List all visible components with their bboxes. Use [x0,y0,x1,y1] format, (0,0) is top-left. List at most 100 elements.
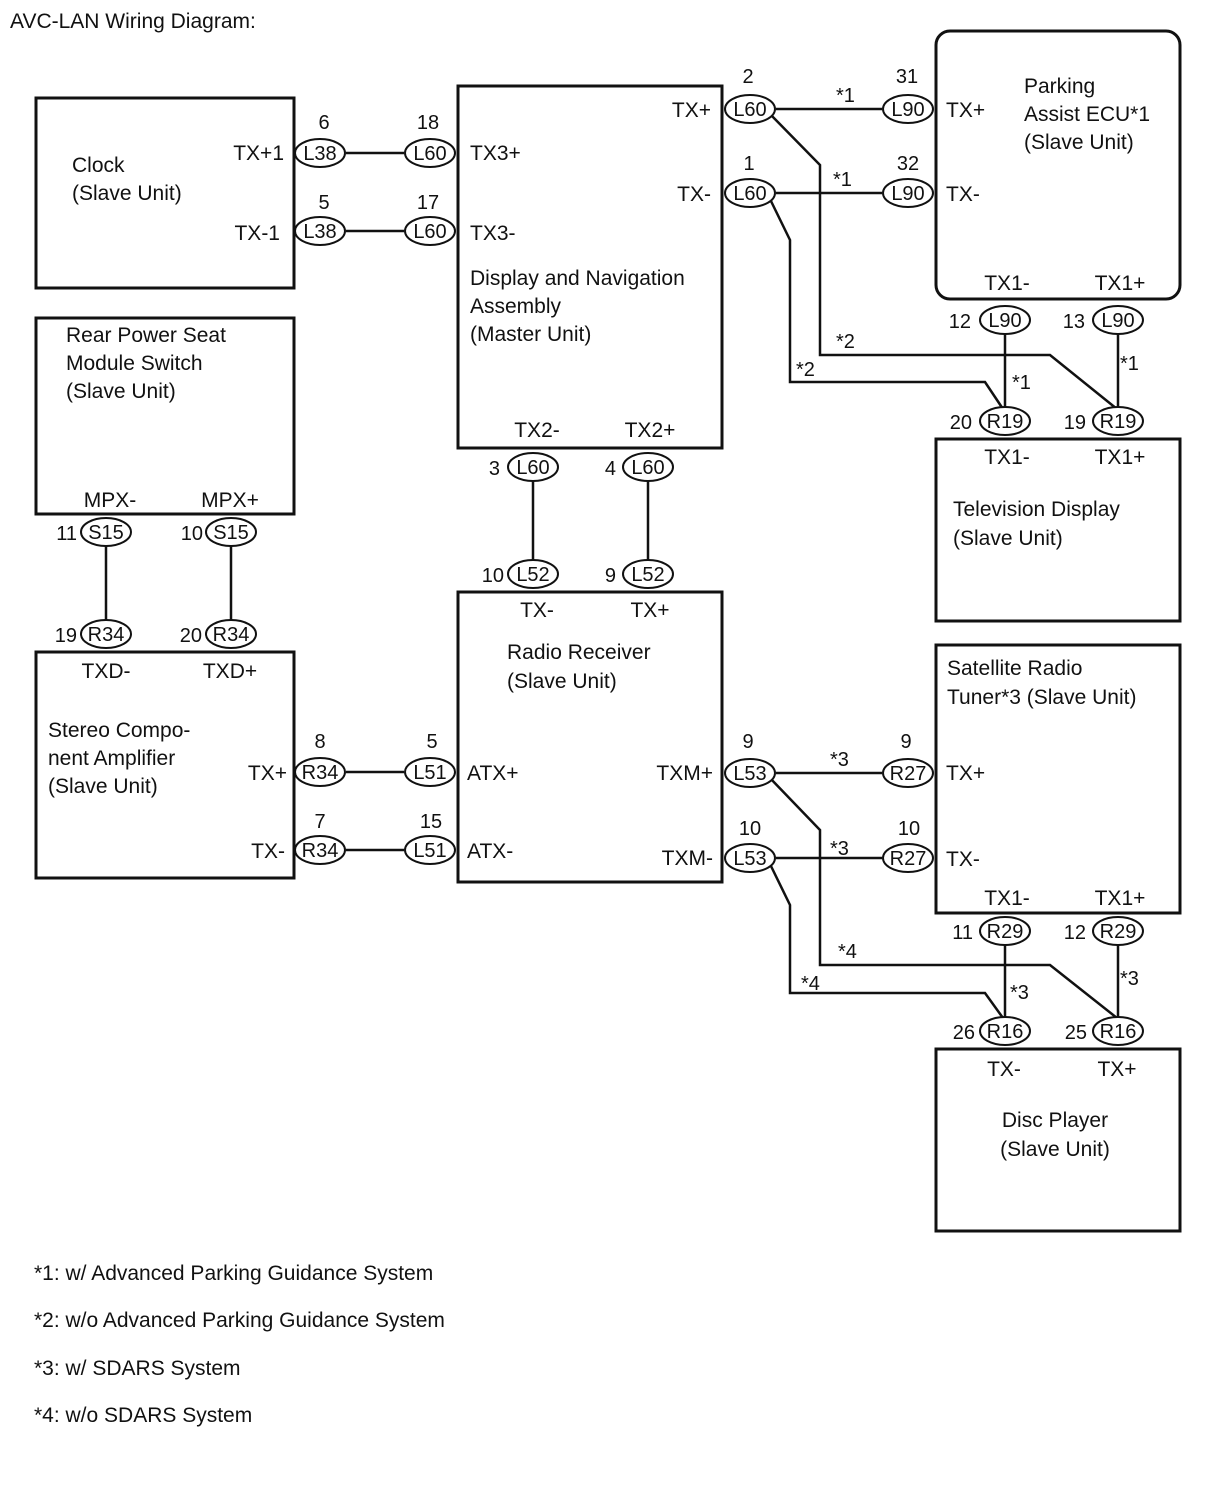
wire-mark: *3 [1120,968,1139,990]
connector-code: R29 [987,921,1024,943]
unit-name-line: (Slave Unit) [66,380,176,403]
connector-code: L90 [988,310,1021,332]
port-label: TX1+ [1095,272,1146,295]
pin-number: 3 [489,458,500,480]
pin-number: 12 [1064,922,1086,944]
port-label: TX+ [672,99,711,122]
pin-number: 11 [952,922,973,944]
connector-code: L60 [413,143,446,165]
connector-code: R29 [1100,921,1137,943]
connector: L53 10 [724,818,776,873]
connector-code: L53 [733,848,766,870]
wire-mark: *2 [796,359,815,381]
connector-code: R34 [88,624,125,646]
connector: L90 12 [949,305,1031,335]
unit-name-line: Stereo Compo- [48,719,190,742]
port-label: ATX- [467,840,513,863]
unit-name-line: Assist ECU*1 [1024,103,1150,126]
unit-clock: Clock (Slave Unit) TX+1 TX-1 [34,96,296,290]
wire-mark: *1 [836,85,855,107]
unit-name-line: Television Display [953,498,1120,521]
pin-number: 26 [953,1022,975,1044]
pin-number: 32 [897,153,919,175]
connector: L90 13 [1063,305,1144,335]
connector: L60 2 [724,66,776,124]
wire-option-marks: *1 *1 *2 *2 *1 *1 *3 *3 *4 *4 *3 *3 [796,85,1139,1004]
pin-number: 10 [482,565,504,587]
unit-name-line: Disc Player [1002,1109,1108,1132]
unit-radio-receiver: TX- TX+ Radio Receiver (Slave Unit) ATX+… [456,590,724,884]
wire-radio-disc-plus [768,776,1118,1019]
unit-name-line: Clock [72,154,125,177]
port-label: TX- [677,183,711,206]
connector: R29 11 [952,916,1031,946]
connectors: L38 6 L60 18 L38 5 L60 17 L60 2 [55,66,1144,1046]
footnote: *1: w/ Advanced Parking Guidance System [34,1262,433,1285]
port-label: TX- [946,183,980,206]
connector-code: L51 [413,762,446,784]
connector: L52 10 [482,559,559,589]
connector: R29 12 [1064,916,1144,946]
connector: L90 31 [882,66,934,124]
connector: L53 9 [724,731,776,788]
port-label: TX3+ [470,142,521,165]
unit-name-line: (Slave Unit) [953,527,1063,550]
connector: L51 5 [404,731,456,787]
connector-code: L60 [413,221,446,243]
unit-stereo-amplifier: TXD- TXD+ Stereo Compo- nent Amplifier (… [34,650,296,880]
pin-number: 12 [949,311,971,333]
connector: L38 5 [294,192,346,246]
connector: R19 20 [950,406,1031,436]
unit-name-line: (Slave Unit) [1000,1138,1110,1161]
unit-name-line: (Master Unit) [470,323,591,346]
pin-number: 31 [896,66,918,88]
pin-number: 5 [426,731,437,753]
pin-number: 1 [743,153,754,175]
connector-code: L38 [303,143,336,165]
connector-code: L52 [516,564,549,586]
unit-parking-assist-ecu: Parking Assist ECU*1 (Slave Unit) TX+ TX… [934,29,1182,301]
port-label: MPX- [84,489,137,512]
connector: L60 4 [605,452,674,482]
unit-satellite-radio-tuner: Satellite Radio Tuner*3 (Slave Unit) TX+… [934,643,1182,915]
connector: L52 9 [605,559,674,589]
connector-code: R19 [987,411,1024,433]
connector: L90 32 [882,153,934,208]
pin-number: 18 [417,112,439,134]
wire-mark: *4 [838,941,857,963]
unit-rear-power-seat: Rear Power Seat Module Switch (Slave Uni… [34,316,296,516]
pin-number: 7 [314,811,325,833]
port-label: TX+ [1097,1058,1136,1081]
connector: L60 3 [489,452,559,482]
wire-mark: *4 [801,973,820,995]
connector-code: R16 [987,1021,1024,1043]
footnote: *2: w/o Advanced Parking Guidance System [34,1309,445,1332]
unit-name-line: Satellite Radio [947,657,1082,680]
wire-mark: *1 [1012,372,1031,394]
pin-number: 11 [56,523,77,545]
pin-number: 10 [181,523,203,545]
connector-code: R16 [1100,1021,1137,1043]
port-label: ATX+ [467,762,519,785]
connector-code: L90 [891,99,924,121]
port-label: TXD+ [203,660,257,683]
pin-number: 2 [742,66,753,88]
wire-mark: *3 [830,838,849,860]
unit-name-line: Module Switch [66,352,203,375]
footnote: *3: w/ SDARS System [34,1357,241,1380]
port-label: TX2+ [625,419,676,442]
wire-nav-tv-txplus [768,112,1118,410]
connector-code: L51 [413,840,446,862]
port-label: MPX+ [201,489,259,512]
pin-number: 13 [1063,311,1085,333]
port-label: TX1+ [1095,887,1146,910]
connector-code: R27 [890,763,927,785]
connector: L51 15 [404,811,456,865]
unit-name-line: (Slave Unit) [507,670,617,693]
connector-code: R34 [302,840,339,862]
port-label: TX+ [630,599,669,622]
unit-name-line: (Slave Unit) [72,182,182,205]
pin-number: 20 [950,412,972,434]
unit-name-line: Display and Navigation [470,267,685,290]
